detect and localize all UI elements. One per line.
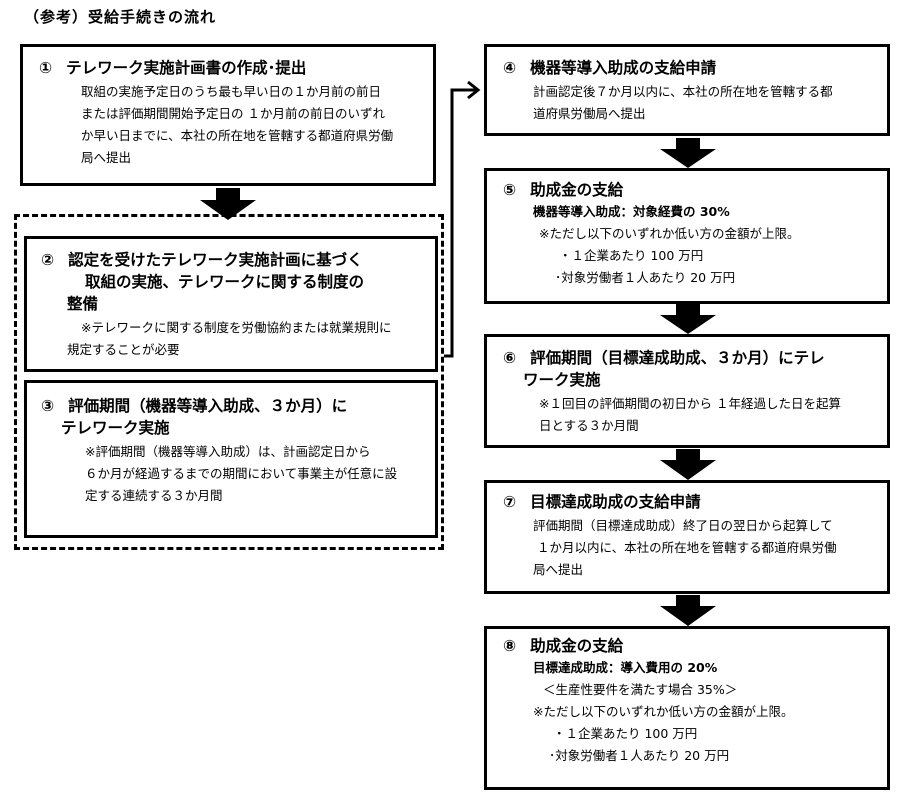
step-2-body: ※テレワークに関する制度を労働協約または就業規則に 規定することが必要: [67, 320, 392, 357]
step-7-body: 評価期間（目標達成助成）終了日の翌日から起算して １か月以内に、本社の所在地を管…: [533, 518, 837, 577]
step-8-subtitle: 目標達成助成：導入費用の 20%: [533, 660, 718, 675]
step-8-body: 目標達成助成：導入費用の 20% ＜生産性要件を満たす場合 35%＞ ※ただし以…: [503, 657, 877, 767]
step-3-body: ※評価期間（機器等導入助成）は、計画認定日から ６か月が経過するまでの期間におい…: [85, 444, 398, 503]
step-4-body: 計画認定後７か月以内に、本社の所在地を管轄する都 道府県労働局へ提出: [533, 84, 833, 121]
step-5-body: 機器等導入助成：対象経費の 30% ※ただし以下のいずれか低い方の金額が上限。 …: [503, 201, 877, 289]
down-arrow-4-5: [660, 138, 716, 168]
step-1-body: 取組の実施予定日のうち最も早い日の１か月前の前日 または評価期間開始予定日の １…: [81, 84, 394, 165]
step-5-subtitle: 機器等導入助成：対象経費の 30%: [533, 204, 730, 219]
page-title: （参考）受給手続きの流れ: [24, 8, 217, 26]
down-arrow-6-7: [660, 449, 716, 480]
down-arrow-5-6: [660, 304, 716, 334]
step-6-body: ※１回目の評価期間の初日から １年経過した日を起算 日とする３か月間: [539, 396, 841, 433]
down-arrow-7-8: [660, 595, 716, 626]
down-arrow-1-2: [200, 188, 256, 220]
